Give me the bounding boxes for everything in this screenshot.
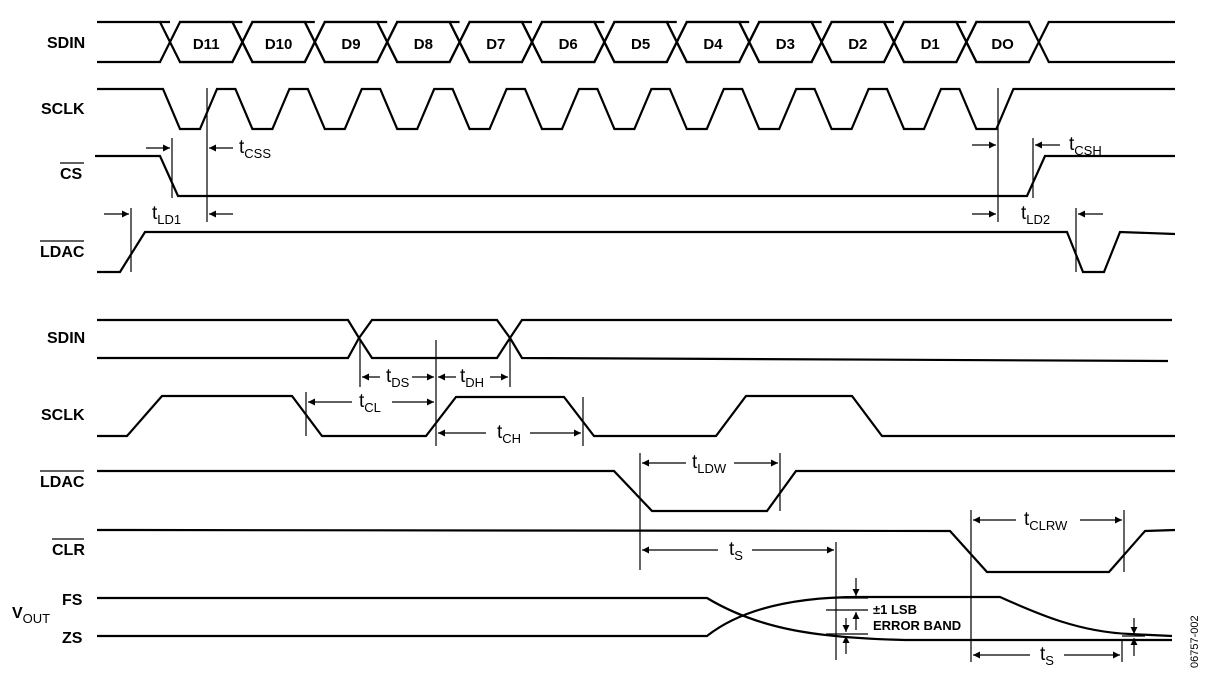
- t-ld2-label: tLD2: [1021, 203, 1050, 227]
- sdin-bit-label: D6: [559, 36, 578, 53]
- bottom-timing-lines: [305, 340, 1145, 662]
- top-timing-lines: [130, 88, 1077, 272]
- sdin-bit-label: D11: [193, 36, 220, 53]
- sdin-bit-label: D2: [848, 36, 867, 53]
- fs-label: FS: [62, 592, 83, 609]
- sdin-label-2: SDIN: [47, 330, 85, 347]
- t-ds-label: tDS: [386, 366, 410, 390]
- sclk-waveform: [97, 87, 1175, 131]
- sclk-label-2: SCLK: [41, 407, 85, 424]
- sdin-bit-label: D5: [631, 36, 650, 53]
- t-s-label-2: tS: [1040, 644, 1054, 668]
- sdin-bit-label: D1: [921, 36, 940, 53]
- t-ldw-label: tLDW: [692, 452, 727, 476]
- t-cl-label: tCL: [359, 391, 381, 415]
- lsb-note-line1: ±1 LSB: [873, 602, 917, 617]
- sdin-bit-cells: [159, 20, 1050, 64]
- t-clrw-label: tCLRW: [1024, 509, 1068, 533]
- ldac-waveform-2: [97, 469, 1175, 513]
- sdin-bit-label: D7: [486, 36, 505, 53]
- sdin-bit-label: DO: [991, 36, 1014, 53]
- sclk-waveform-2: [97, 394, 1175, 438]
- zs-label: ZS: [62, 630, 83, 647]
- bottom-timing-arrows: [308, 373, 1138, 659]
- t-csh-label: tCSH: [1069, 134, 1102, 158]
- ldac-label-2: LDAC: [40, 474, 85, 491]
- t-css-label: tCSS: [239, 137, 271, 161]
- vout-zs-waveform: [97, 595, 1173, 638]
- t-dh-label: tDH: [460, 366, 484, 390]
- t-ch-label: tCH: [497, 422, 521, 446]
- figure-code: 06757-002: [1189, 615, 1201, 668]
- ldac-label: LDAC: [40, 244, 85, 261]
- cs-label: CS: [60, 166, 83, 183]
- sdin-bit-label: D8: [414, 36, 433, 53]
- lsb-note-line2: ERROR BAND: [873, 618, 961, 633]
- t-ld1-label: tLD1: [152, 203, 181, 227]
- top-timing-arrows: [104, 141, 1103, 218]
- sdin-bit-labels: D11 D10 D9 D8 D7 D6 D5 D4 D3 D2 D1 DO: [193, 36, 1014, 53]
- cs-waveform: [95, 154, 1175, 198]
- sdin-bit-label: D9: [341, 36, 360, 53]
- sdin-bit-cell: [955, 20, 1050, 64]
- clr-waveform: [96, 528, 1176, 574]
- vout-fs-waveform: [97, 596, 1172, 642]
- vout-label: VOUT: [12, 605, 50, 626]
- t-s-label: tS: [729, 539, 743, 563]
- sdin-bit-label: D3: [776, 36, 795, 53]
- ldac-waveform: [97, 230, 1176, 274]
- sdin-bit-label: D4: [703, 36, 723, 53]
- sdin-waveform-2: [97, 318, 1172, 363]
- sclk-label: SCLK: [41, 101, 85, 118]
- sdin-label: SDIN: [47, 35, 85, 52]
- sdin-bit-label: D10: [265, 36, 293, 53]
- clr-label: CLR: [52, 542, 85, 559]
